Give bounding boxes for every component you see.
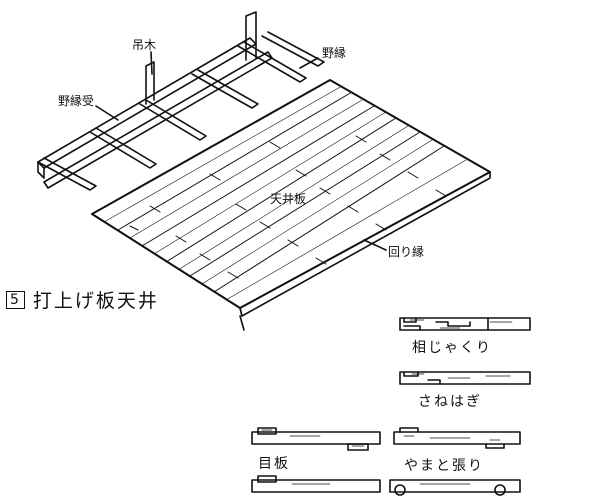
joint-label-aijakuri: 相じゃくり [412, 340, 492, 356]
label-nobuchi: 野縁 [322, 46, 347, 60]
leader-mawaribuchi [363, 239, 387, 251]
figure-number: 5 [6, 291, 25, 309]
nobuchi-joists [37, 31, 325, 191]
label-tsurigi: 吊木 [132, 38, 157, 52]
joint-sanehagi-section [399, 371, 531, 385]
joint-meita-section [251, 427, 381, 493]
leader-tsurigi [150, 51, 153, 75]
leader-nobuchi-uke [95, 105, 119, 121]
figure-title-text: 打上げ板天井 [32, 290, 159, 312]
label-tenjo-ita: 天井板 [270, 192, 307, 206]
joint-label-meita: 目板 [258, 456, 290, 472]
tsurigi-hangers [145, 11, 257, 105]
label-mawaribuchi: 回り縁 [388, 245, 425, 259]
ceiling-board-panel [91, 79, 491, 331]
joint-label-sanehagi: さねはぎ [418, 394, 482, 410]
figure-title: 5 打上げ板天井 [6, 286, 159, 313]
label-nobuchi-uke: 野縁受 [58, 94, 95, 108]
joint-label-yamatobari: やまと張り [404, 458, 484, 474]
leader-nobuchi [299, 57, 319, 69]
joint-yamatobari-section [389, 427, 521, 496]
joint-aijakuri-section [399, 317, 531, 331]
